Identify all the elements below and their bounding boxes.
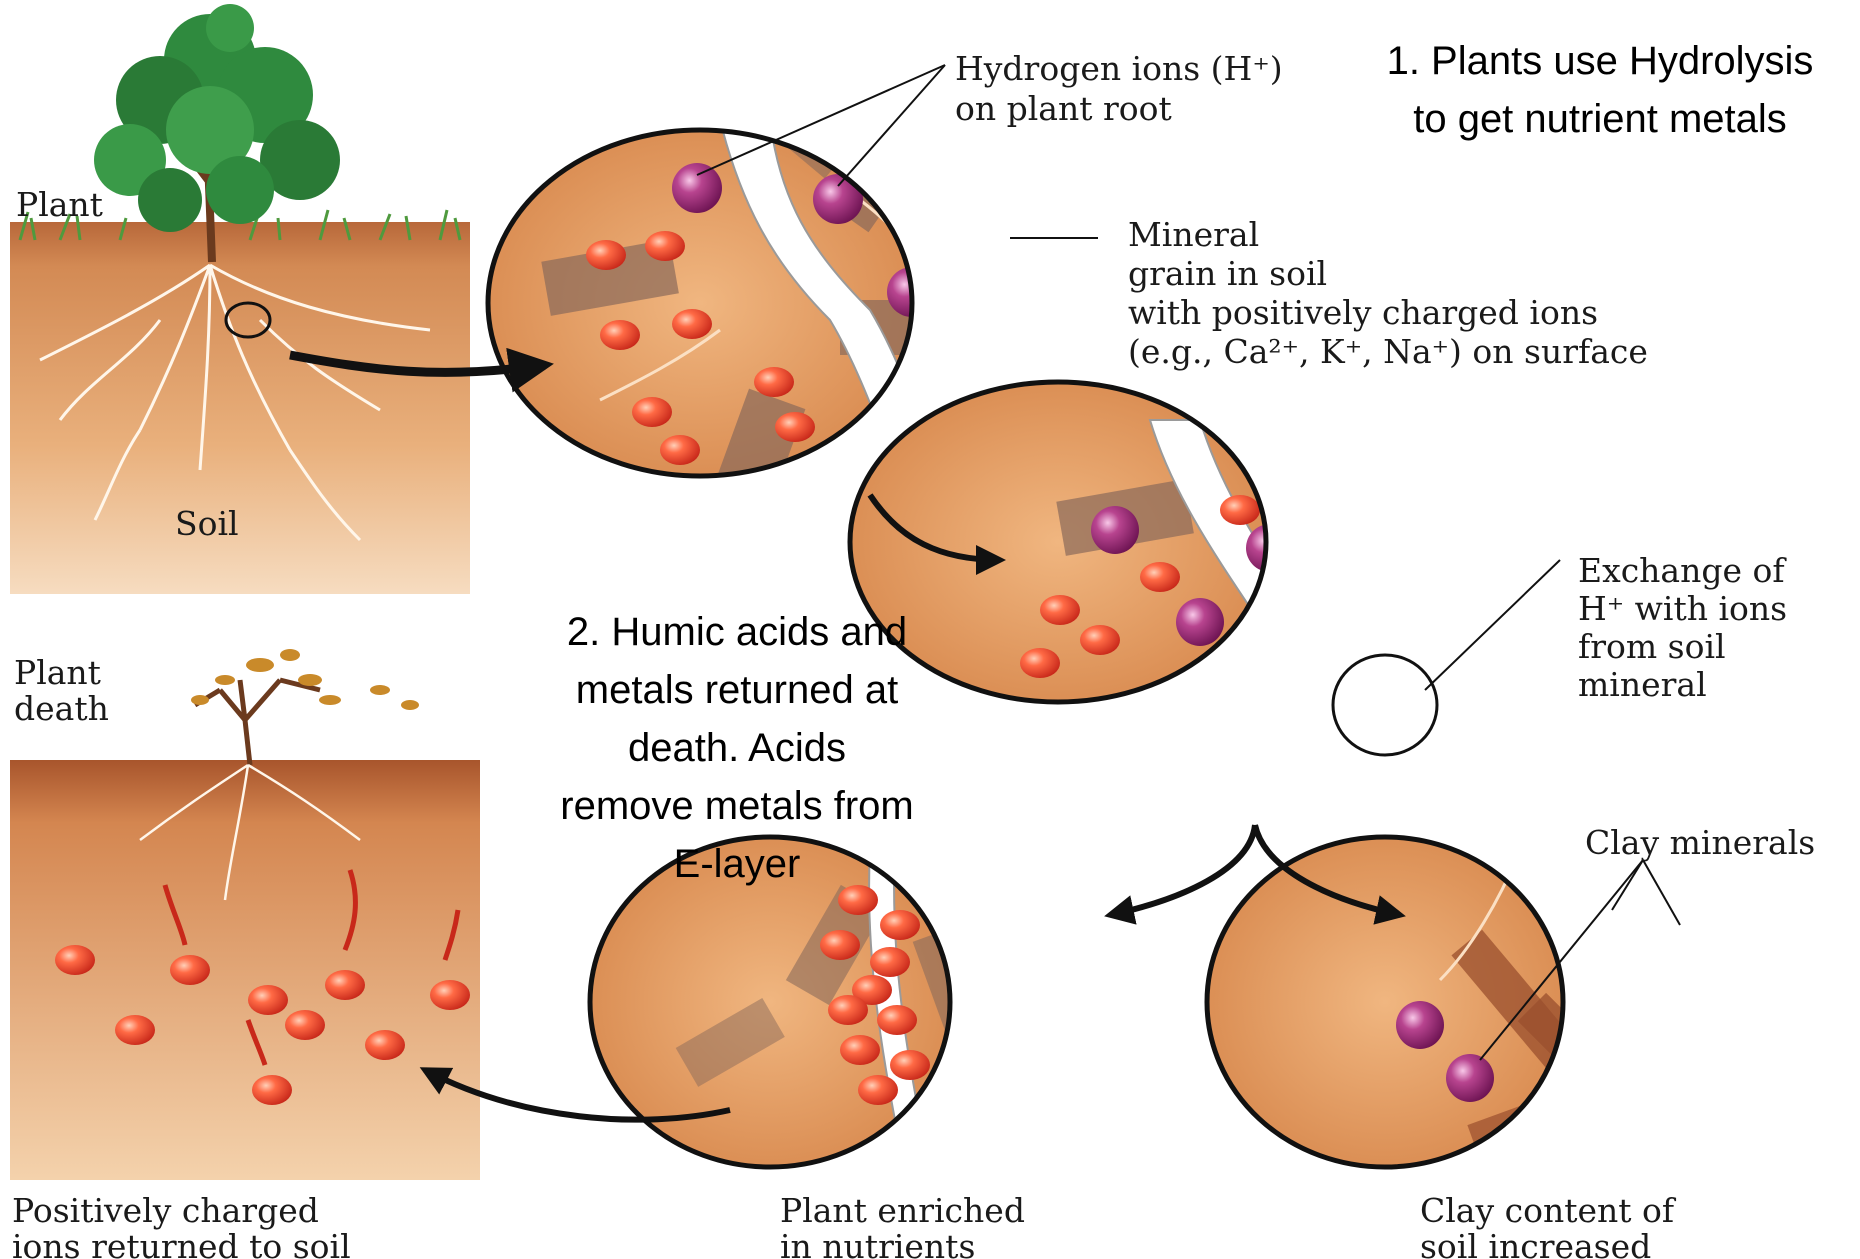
positively-charged-caption: Positively charged ions returned to soil — [12, 1191, 351, 1259]
plant-death-panel: Plant death — [10, 649, 480, 1180]
enriched-caption-line1: Plant enriched — [780, 1191, 1025, 1230]
step2-annotation: 2. Humic acids and metals returned at de… — [560, 610, 913, 886]
mineral-label-line2: grain in soil — [1128, 254, 1327, 293]
step2-line5: E-layer — [674, 842, 801, 886]
living-plant-panel: Plant Soil — [10, 4, 470, 594]
hydrogen-label-line2: on plant root — [955, 89, 1172, 128]
step2-line2: metals returned at — [576, 668, 898, 712]
mineral-label-line3: with positively charged ions — [1128, 293, 1598, 332]
step1-annotation: 1. Plants use Hydrolysis to get nutrient… — [1387, 39, 1814, 141]
clay-minerals-label: Clay minerals — [1585, 823, 1815, 862]
clay-content-caption: Clay content of soil increased — [1420, 1191, 1677, 1259]
step1-line1: 1. Plants use Hydrolysis — [1387, 39, 1814, 83]
positively-caption-line2: ions returned to soil — [12, 1227, 351, 1259]
zoom-circle-clay-minerals — [1207, 837, 1734, 1173]
exchange-highlight-circle — [1333, 655, 1437, 755]
arrow-zoom2-to-enriched — [1110, 825, 1255, 915]
clay-caption-line1: Clay content of — [1420, 1191, 1677, 1230]
mineral-label-line4: (e.g., Ca²⁺, K⁺, Na⁺) on surface — [1128, 332, 1648, 371]
mineral-label-line1: Mineral — [1128, 215, 1259, 254]
mineral-grain-label: Mineral grain in soil with positively ch… — [1128, 215, 1648, 371]
exchange-label-line4: mineral — [1578, 665, 1707, 704]
plant-death-label-line1: Plant — [14, 653, 101, 692]
zoom-circle-plant-enriched — [590, 837, 997, 1185]
enriched-caption-line2: in nutrients — [780, 1227, 975, 1259]
exchange-label-line3: from soil — [1578, 627, 1726, 666]
step2-line4: remove metals from — [560, 784, 913, 828]
exchange-label-line2: H⁺ with ions — [1578, 589, 1787, 628]
positively-caption-line1: Positively charged — [12, 1191, 319, 1230]
dead-leaves-icon — [191, 649, 419, 710]
step1-line2: to get nutrient metals — [1413, 97, 1787, 141]
exchange-label: Exchange of H⁺ with ions from soil miner… — [1578, 551, 1787, 704]
plant-label: Plant — [16, 185, 103, 224]
plant-enriched-caption: Plant enriched in nutrients — [780, 1191, 1025, 1259]
step2-line1: 2. Humic acids and — [567, 610, 907, 654]
hydrogen-label-line1: Hydrogen ions (H⁺) — [955, 49, 1283, 88]
dead-plant-icon — [195, 680, 320, 765]
exchange-label-line1: Exchange of — [1578, 551, 1787, 590]
soil-label: Soil — [175, 504, 239, 543]
step2-line3: death. Acids — [628, 726, 846, 770]
zoom-circle-ion-exchange — [850, 382, 1455, 762]
hydrogen-ions-label: Hydrogen ions (H⁺) on plant root — [955, 49, 1283, 128]
clay-caption-line2: soil increased — [1420, 1227, 1651, 1259]
plant-death-label-line2: death — [14, 689, 109, 728]
